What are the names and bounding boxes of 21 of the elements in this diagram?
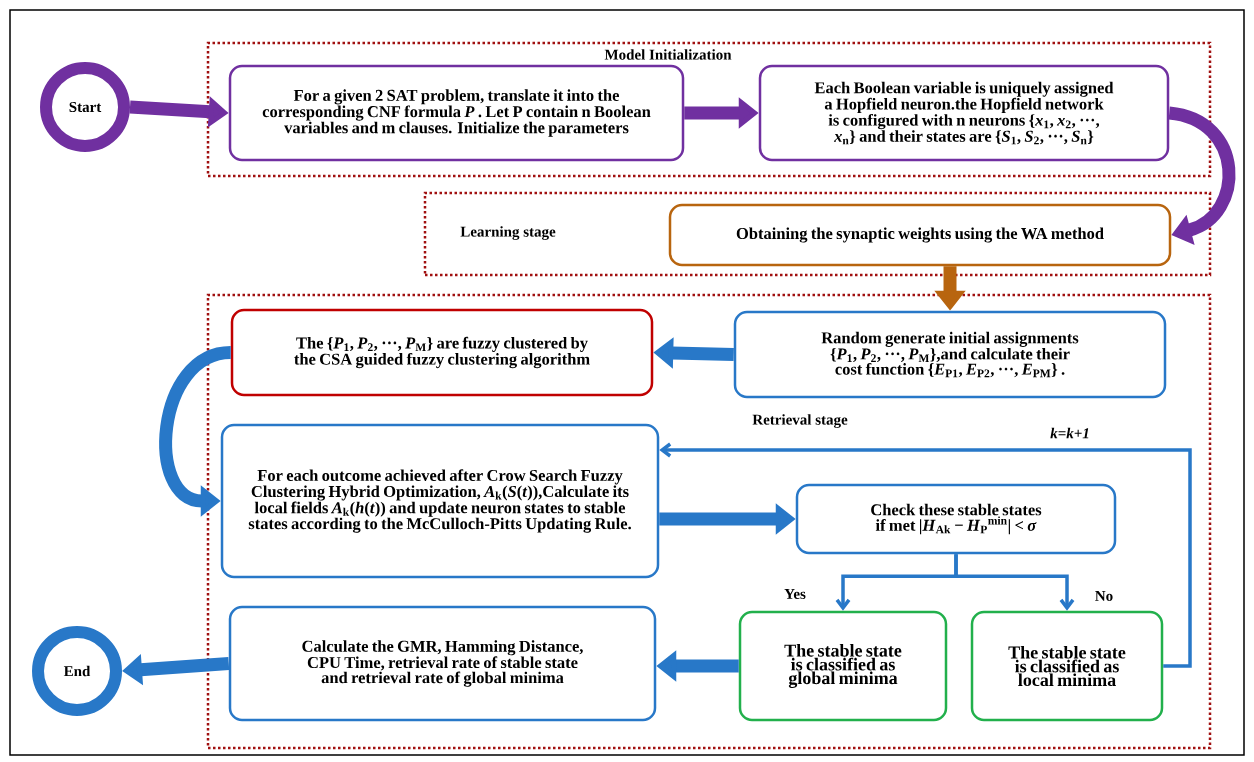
process-box: Check these stable states if met |H$_{Ak}$ − H$_{P}$$^{min}$| < σ	[795, 483, 1117, 555]
process-box: For each outcome achieved after Crow Search Fuzzy Clustering Hybrid Optimization, A$_{k}$(S(t)),Calculate its local fields A$_{k}$(h(t)) and update neuron states to stable states according to the McCulloch-Pitts Updating Rule.	[220, 423, 660, 579]
arrow	[659, 442, 1192, 668]
stage-frame	[206, 293, 1212, 750]
process-box: The stable state is classified as local minima	[970, 610, 1164, 722]
edge-label: No	[1093, 590, 1115, 602]
process-box: For a given 2 SAT problem, translate it into the corresponding CNF formula P . Let P contain n Boolean variables and m clauses. Initialize the parameters	[228, 64, 685, 162]
edge-label: Yes	[783, 588, 807, 600]
process-box: Each Boolean variable is uniquely assigned a Hopfield neuron.the Hopfield network is configured with n neurons {x$_{1}$, x$_{2}$, ···, x$_{n}$} and their states are {S$_{1}$, S$_{2}$, ···, S$_{n}$}	[758, 64, 1170, 162]
process-box: Random generate initial assignments {P$_{1}$, P$_{2}$, ···, P$_{M}$},and calculate their cost function {E$_{P1}$, E$_{P2}$, ···, E$_{PM}$} .	[733, 310, 1167, 399]
process-box: The stable state is classified as global minima	[738, 610, 948, 722]
stage-title: Model Initialization	[604, 49, 732, 60]
stage-title: Retrieval stage	[752, 414, 848, 428]
arrow	[954, 554, 1075, 611]
process-box: Obtaining the synaptic weights using the WA method	[668, 203, 1172, 267]
stage-frame	[423, 191, 1212, 277]
stage-title: Learning stage	[460, 226, 556, 240]
stage-frame	[206, 41, 1212, 178]
process-box: The {P$_{1}$, P$_{2}$, ···, P$_{M}$} are fuzzy clustered by the CSA guided fuzzy clustering algorithm	[230, 308, 654, 397]
process-box: Calculate the GMR, Hamming Distance, CPU Time, retrieval rate of stable state and retrieval rate of global minima	[228, 605, 657, 722]
edge-label: k=k+1	[1049, 426, 1091, 440]
